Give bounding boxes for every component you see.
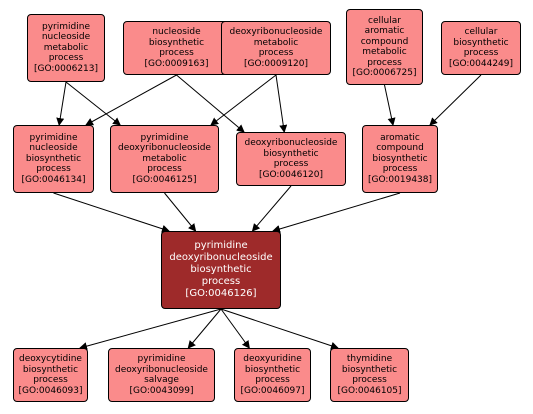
- node-label-line: nucleoside: [152, 27, 201, 37]
- node-label-line: metabolic: [253, 37, 299, 48]
- node-label-line: biosynthetic: [372, 153, 428, 164]
- node-label-line: biosynthetic: [148, 37, 205, 48]
- edge-n9120-to-n46120: [275, 74, 288, 133]
- node-label-line: process: [159, 48, 194, 58]
- node-label-line: deoxycytidine: [19, 354, 82, 364]
- edge-n9163-to-n46120: [176, 74, 245, 133]
- edge-n46120-to-n46126: [251, 185, 292, 232]
- node-label-line: deoxyribonucleoside: [229, 27, 323, 37]
- node-label-line: [GO:0046134]: [21, 174, 86, 185]
- node-label-line: process: [48, 53, 84, 64]
- node-label-line: process: [463, 48, 499, 58]
- edge-n46126-to-n46093: [79, 308, 222, 350]
- node-label-line: [GO:0044249]: [448, 58, 514, 69]
- node-label-line: biosynthetic: [244, 364, 301, 375]
- node-label-line: deoxyribonucleoside: [115, 364, 208, 375]
- node-label-line: biosynthetic: [22, 364, 79, 375]
- node-label-line: [GO:0009163]: [144, 58, 209, 69]
- node-label-line: process: [382, 164, 418, 175]
- node-label-line: compound: [376, 143, 424, 154]
- node-label-line: process: [352, 375, 387, 385]
- node-label-line: deoxyribonucleoside: [169, 252, 273, 263]
- edge-n46125-to-n46126: [164, 192, 197, 232]
- node-label-line: pyrimidine: [194, 240, 248, 251]
- node-label-line: process: [147, 164, 182, 175]
- node-label-line: pyrimidine: [42, 21, 90, 32]
- node-label-line: pyrimidine: [137, 354, 186, 364]
- node-label-line: [GO:0006213]: [33, 63, 99, 74]
- edge-n19438-to-n46126: [272, 192, 401, 233]
- node-label-line: [GO:0009120]: [243, 58, 309, 69]
- node-label-line: pyrimidine: [140, 132, 189, 143]
- node-label-line: biosynthetic: [190, 264, 252, 275]
- node-label-line: biosynthetic: [25, 153, 82, 164]
- node-label-line: cellular: [464, 27, 498, 37]
- node-label-line: cellular: [368, 15, 401, 26]
- node-label-line: process: [273, 159, 309, 169]
- node-label-line: [GO:0046105]: [337, 385, 402, 396]
- node-label-line: deoxyuridine: [243, 354, 302, 364]
- edge-n9163-to-n46134: [85, 74, 177, 126]
- node-label-line: biosynthetic: [263, 148, 319, 159]
- node-label-line: [GO:0046097]: [240, 385, 305, 396]
- node-label-line: process: [36, 164, 71, 175]
- edge-n9120-to-n46125: [210, 74, 277, 126]
- node-label-line: biosynthetic: [453, 37, 509, 48]
- node-label-line: [GO:0046093]: [18, 385, 83, 396]
- node-label-line: nucleoside: [41, 32, 91, 43]
- node-label-line: [GO:0006725]: [352, 68, 417, 78]
- edge-n46126-to-n43099: [187, 308, 222, 349]
- edge-n44249-to-n19438: [429, 74, 482, 126]
- node-label-line: metabolic: [362, 47, 407, 57]
- node-label-line: [GO:0043099]: [129, 385, 194, 396]
- node-label-line: nucleoside: [29, 143, 78, 154]
- node-label-line: deoxyribonucleoside: [118, 143, 211, 154]
- node-label-line: [GO:0046125]: [132, 174, 197, 185]
- edge-n46134-to-n46126: [53, 192, 170, 233]
- node-label-line: process: [258, 48, 294, 58]
- node-label-line: pyrimidine: [29, 132, 78, 143]
- edge-n46126-to-n46105: [220, 308, 339, 350]
- node-label-line: process: [367, 57, 402, 68]
- node-label-line: process: [201, 276, 241, 287]
- node-label-line: [GO:0019438]: [367, 174, 433, 185]
- node-label-line: process: [255, 375, 290, 385]
- node-label-line: deoxyribonucleoside: [244, 138, 338, 148]
- node-label-line: process: [33, 375, 68, 385]
- node-label-line: aromatic: [380, 132, 420, 143]
- node-label-line: thymidine: [346, 354, 393, 364]
- edge-n6213-to-n46134: [56, 81, 67, 126]
- node-label-line: aromatic: [364, 26, 405, 36]
- edge-n6725-to-n19438: [384, 84, 396, 126]
- node-label-line: salvage: [144, 375, 179, 385]
- node-label-line: [GO:0046126]: [185, 288, 257, 299]
- edge-n6213-to-n46125: [65, 81, 121, 126]
- node-label-line: metabolic: [142, 153, 187, 164]
- node-label-line: biosynthetic: [341, 364, 398, 375]
- node-label-line: [GO:0046120]: [258, 169, 324, 180]
- edge-n46126-to-n46097: [220, 308, 250, 349]
- node-label-line: compound: [360, 36, 409, 47]
- node-label-line: metabolic: [43, 42, 89, 53]
